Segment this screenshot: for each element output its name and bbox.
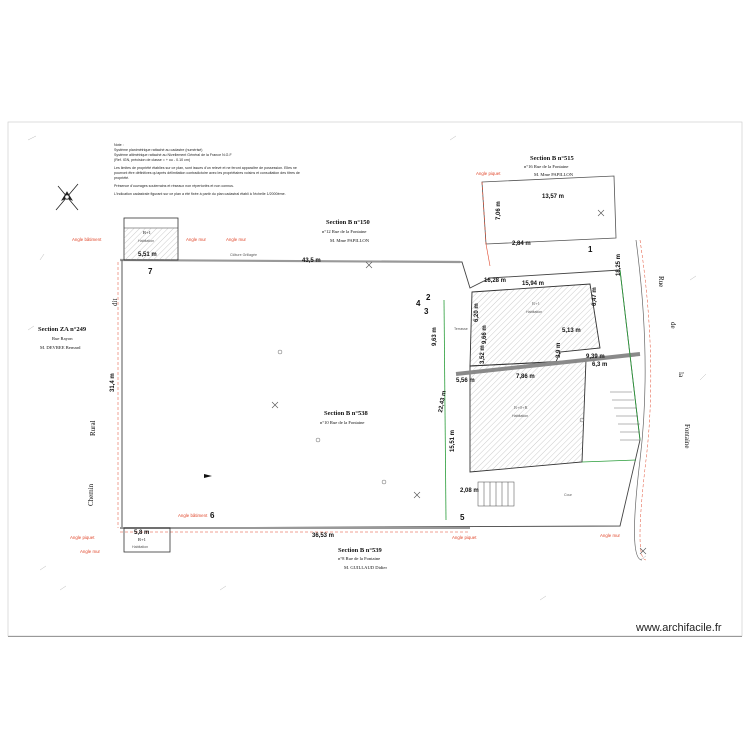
stairs bbox=[477, 481, 515, 507]
dim-18: 3,9 m bbox=[556, 342, 562, 358]
angle-label-2: Angle mur bbox=[186, 237, 207, 242]
section-538-title: Section B n°538 bbox=[324, 410, 368, 417]
angle-label-3: Angle mur bbox=[226, 237, 247, 242]
section-515-title: Section B n°515 bbox=[530, 155, 574, 162]
dim-8: 2,84 m bbox=[512, 241, 531, 247]
dim-20: 5,56 m bbox=[456, 378, 475, 384]
dim-7: 7,06 m bbox=[496, 201, 502, 220]
section-za249-owner: M. DEVREE Bernard bbox=[40, 345, 81, 350]
point-3: 3 bbox=[424, 307, 429, 316]
dim-16: 5,13 m bbox=[562, 328, 581, 334]
house-r1-bottom-code: R+1 bbox=[138, 537, 146, 542]
dim-11: 15,94 m bbox=[522, 281, 545, 287]
green-boundaries bbox=[443, 269, 641, 521]
dim-10: 16,28 m bbox=[484, 278, 507, 284]
section-150-owner: M. Mme PAPILLON bbox=[330, 238, 370, 243]
survey-crosses bbox=[271, 209, 647, 555]
street-dit: dit bbox=[111, 298, 119, 306]
building-r1-label: Habitation bbox=[526, 310, 543, 314]
section-539-title: Section B n°539 bbox=[338, 547, 382, 554]
dim-25: 2,08 m bbox=[460, 488, 479, 494]
house-r1-bottom-label: Habitation bbox=[132, 545, 149, 549]
dim-15: 9,66 m bbox=[482, 325, 488, 344]
dim-22: 6,3 m bbox=[592, 362, 608, 368]
section-515-address: n°16 Rue de la Fontaine bbox=[524, 164, 569, 169]
section-538-address: n°10 Rue de la Fontaine bbox=[320, 420, 365, 425]
section-515-owner: M. Mme PAPILLON bbox=[534, 172, 574, 177]
road-edge-red bbox=[639, 239, 652, 561]
dim-6: 13,57 m bbox=[542, 194, 565, 200]
margin-hatching bbox=[27, 135, 707, 601]
street-fontaine: Fontaine bbox=[683, 424, 691, 449]
notes-line2: Système planimétrique rattaché au cadast… bbox=[114, 148, 203, 152]
road-edge bbox=[634, 239, 646, 561]
section-539-address: n°8 Rue de la Fontaine bbox=[338, 556, 381, 561]
building-r0r1-code: R+0+R bbox=[514, 405, 528, 410]
dim-12: 6,47 m bbox=[592, 287, 598, 306]
dim-14: 9,63 m bbox=[432, 327, 438, 346]
notes-line3: Système altimétrique rattaché au Nivelle… bbox=[114, 153, 232, 157]
angle-label-6: Angle piquet bbox=[70, 535, 95, 540]
notes-para2: Les limites de propriété établies sur ce… bbox=[114, 166, 300, 180]
street-la: la bbox=[677, 372, 685, 378]
grey-divider bbox=[455, 352, 641, 376]
dim-3: 31,4 m bbox=[110, 373, 116, 392]
dim-17: 3,52 m bbox=[480, 345, 486, 364]
dim-9: 18,25 m bbox=[616, 253, 622, 276]
house-r1-bottom bbox=[123, 527, 171, 553]
house-r1-top-code: R+1 bbox=[143, 230, 151, 235]
section-539-owner: M. GUILLAUD Didier bbox=[344, 565, 387, 570]
angle-label-8: Angle piquet bbox=[452, 535, 477, 540]
terrasse-label: Terrasse bbox=[454, 327, 468, 331]
direction-arrow-icon bbox=[204, 474, 212, 478]
notes-para3: Présence d'ouvrages souterrains et résea… bbox=[114, 184, 234, 188]
building-r1-code: R+1 bbox=[532, 301, 540, 306]
angle-label-4: Angle piquet bbox=[476, 171, 501, 176]
watermark-text: www.archifacile.fr bbox=[636, 622, 722, 634]
section-za249-address: Rue Rayon bbox=[52, 336, 73, 341]
building-r1 bbox=[469, 283, 601, 367]
point-6: 6 bbox=[210, 511, 215, 520]
house-r1-top-hatch bbox=[124, 228, 178, 260]
survey-notes: Note : Système planimétrique rattaché au… bbox=[114, 143, 304, 200]
angle-label-7: Angle mur bbox=[80, 549, 101, 554]
section-150-address: n°12 Rue de la Fontaine bbox=[322, 229, 367, 234]
angle-label-5: Angle bâtiment bbox=[178, 513, 208, 518]
street-chemin: Chemin bbox=[87, 483, 95, 506]
section-150-title: Section B n°150 bbox=[326, 219, 370, 226]
point-1: 1 bbox=[588, 245, 593, 254]
angle-label-9: Angle mur bbox=[600, 533, 621, 538]
street-rural: Rural bbox=[89, 420, 97, 436]
point-2: 2 bbox=[426, 293, 431, 302]
dim-1: 5,51 m bbox=[138, 252, 157, 258]
dim-2: 43,5 m bbox=[302, 258, 321, 264]
notes-line4: (Ref. IGN, précision de classe = + ou - … bbox=[114, 158, 191, 162]
street-rue: Rue bbox=[657, 276, 665, 288]
dim-4: 5,8 m bbox=[134, 530, 150, 536]
street-de: de bbox=[669, 322, 677, 329]
north-arrow-icon bbox=[55, 183, 79, 211]
notes-para4: L'indication cadastrale figurant sur ce … bbox=[114, 192, 286, 196]
dim-24: 15,51 m bbox=[450, 429, 456, 452]
fence-label: Clôture Grillagée bbox=[230, 253, 257, 257]
house-r1-top-label: Habitation bbox=[138, 239, 155, 243]
dim-21: 7,86 m bbox=[516, 374, 535, 380]
section-za249-title: Section ZA n°249 bbox=[38, 326, 87, 333]
point-5: 5 bbox=[460, 513, 465, 522]
dim-13: 6,20 m bbox=[474, 303, 480, 322]
point-7: 7 bbox=[148, 267, 153, 276]
point-4: 4 bbox=[416, 299, 421, 308]
dim-5: 36,53 m bbox=[312, 533, 335, 539]
notes-line1: Note : bbox=[114, 143, 124, 147]
survey-points bbox=[277, 349, 585, 485]
footer-rule bbox=[8, 636, 742, 637]
ramp bbox=[610, 391, 640, 441]
dim-19: 9,39 m bbox=[586, 354, 605, 360]
angle-label-1: Angle bâtiment bbox=[72, 237, 102, 242]
cour-label: Cour bbox=[564, 493, 572, 497]
building-r0r1-label: Habitation bbox=[512, 414, 529, 418]
parcel-515 bbox=[481, 175, 617, 245]
